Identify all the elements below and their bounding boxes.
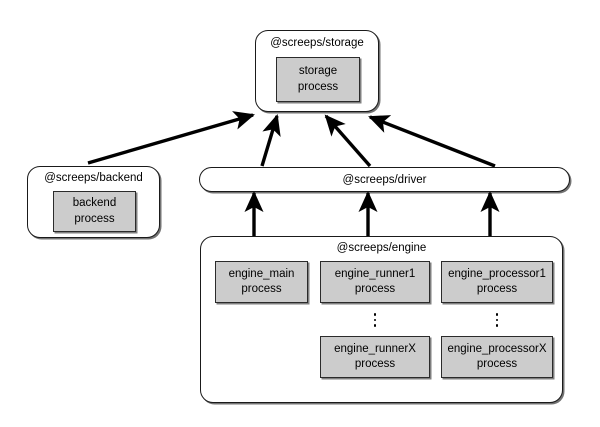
edge-driver-right-to-storage — [368, 115, 496, 168]
process-storage-line1: storage — [298, 65, 338, 78]
process-storage-line2: process — [297, 80, 339, 93]
package-storage-label: @screeps/storage — [270, 37, 364, 49]
process-engine-processor1-line1: engine_processor1 — [448, 267, 546, 280]
package-engine-label: @screeps/engine — [336, 242, 427, 254]
process-engine-main[interactable]: engine_main process — [215, 261, 308, 303]
process-engine-main-line1: engine_main — [228, 267, 295, 280]
edge-driver-left-to-storage — [260, 114, 281, 167]
process-engine-processorx[interactable]: engine_processorX process — [441, 336, 553, 378]
package-engine[interactable]: @screeps/engine engine_main process engi… — [200, 236, 563, 403]
edge-driver-mid-to-storage — [324, 114, 372, 168]
package-driver[interactable]: @screeps/driver — [199, 167, 570, 192]
process-engine-runnerx[interactable]: engine_runnerX process — [320, 336, 430, 378]
process-engine-processor1[interactable]: engine_processor1 process — [441, 261, 553, 303]
process-engine-runner1-line2: process — [354, 283, 396, 295]
process-backend-line1: backend — [72, 197, 117, 210]
package-backend-label: @screeps/backend — [44, 172, 143, 184]
vertical-ellipsis-processor-icon — [492, 309, 502, 331]
process-backend-line2: process — [74, 212, 115, 225]
edge-backend-to-storage — [87, 111, 255, 165]
process-engine-runner1[interactable]: engine_runner1 process — [320, 261, 430, 303]
process-engine-processorx-line1: engine_processorX — [447, 342, 547, 355]
process-engine-runnerx-line2: process — [354, 358, 396, 370]
process-engine-main-line2: process — [241, 283, 282, 295]
vertical-ellipsis-runner-icon — [370, 309, 380, 331]
process-engine-runnerx-line1: engine_runnerX — [334, 342, 416, 355]
process-storage[interactable]: storage process — [276, 57, 360, 102]
package-backend[interactable]: @screeps/backend backend process — [27, 166, 160, 238]
package-driver-label: @screeps/driver — [342, 173, 427, 186]
package-storage[interactable]: @screeps/storage storage process — [255, 30, 379, 112]
process-backend[interactable]: backend process — [53, 191, 136, 232]
process-engine-runner1-line1: engine_runner1 — [334, 267, 416, 280]
process-engine-processorx-line2: process — [476, 358, 518, 370]
process-engine-processor1-line2: process — [476, 283, 518, 295]
